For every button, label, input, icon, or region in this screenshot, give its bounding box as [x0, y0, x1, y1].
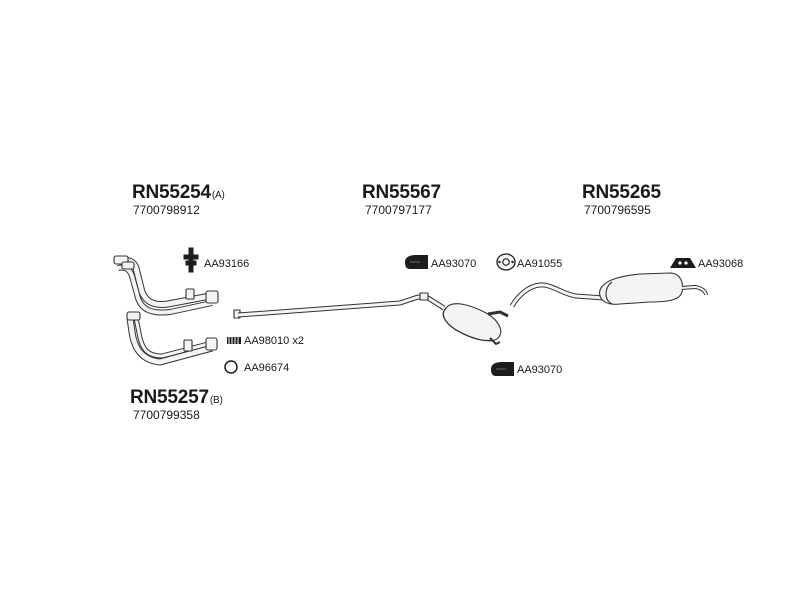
- clamp-icon[interactable]: [227, 337, 241, 344]
- intermediate-silencer-drawing[interactable]: [233, 292, 509, 345]
- oem-number-rn55265: 7700796595: [584, 203, 651, 217]
- mount-block-icon[interactable]: [670, 258, 696, 268]
- group-code-rn55257[interactable]: RN55257(B): [130, 387, 223, 408]
- part-label-aa93070-bottom[interactable]: AA93070: [517, 364, 563, 376]
- part-label-aa93166[interactable]: AA93166: [204, 258, 250, 270]
- part-label-aa93070-top[interactable]: AA93070: [431, 258, 477, 270]
- mounting-bracket-icon[interactable]: [183, 247, 199, 273]
- oem-number-rn55257: 7700799358: [133, 408, 200, 422]
- front-pipe-a-drawing[interactable]: [113, 255, 219, 316]
- part-label-aa98010[interactable]: AA98010 x2: [244, 335, 304, 347]
- rear-silencer-drawing[interactable]: [509, 272, 708, 308]
- part-label-aa93068[interactable]: AA93068: [698, 258, 744, 270]
- front-pipe-b-drawing[interactable]: [126, 311, 218, 366]
- part-label-aa91055[interactable]: AA91055: [517, 258, 563, 270]
- gasket-ring-icon[interactable]: [224, 360, 238, 374]
- group-code-rn55567[interactable]: RN55567: [362, 182, 441, 203]
- rubber-hanger-icon[interactable]: [491, 362, 514, 376]
- oem-number-rn55254: 7700798912: [133, 203, 200, 217]
- flange-gasket-icon[interactable]: [496, 253, 516, 271]
- group-code-rn55254[interactable]: RN55254(A): [132, 182, 225, 203]
- part-label-aa96674[interactable]: AA96674: [244, 362, 290, 374]
- rubber-hanger-icon[interactable]: [405, 255, 428, 269]
- group-code-rn55265[interactable]: RN55265: [582, 182, 661, 203]
- oem-number-rn55567: 7700797177: [365, 203, 432, 217]
